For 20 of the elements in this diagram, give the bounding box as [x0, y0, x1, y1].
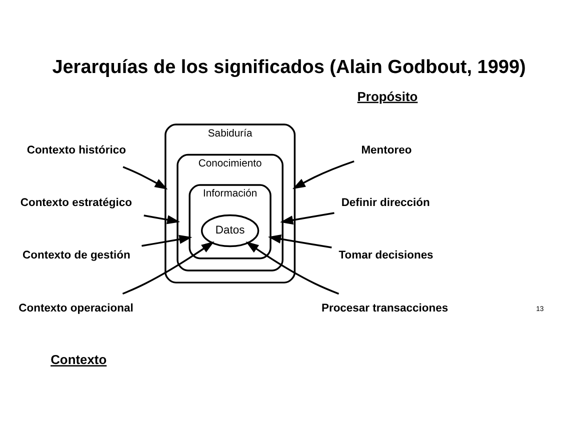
arrow	[122, 166, 168, 190]
node-text: Contexto estratégico	[20, 197, 132, 210]
label: Contexto	[50, 352, 107, 368]
diagram-title: Jerarquías de los significados (Alain Godbout, 1999)	[52, 57, 526, 78]
arrow	[142, 234, 192, 247]
arrow	[144, 214, 180, 224]
node-text: Contexto de gestión	[22, 250, 130, 262]
arrow	[292, 160, 354, 190]
arrow	[122, 241, 214, 295]
node-text: Mentoreo	[361, 144, 412, 156]
arrow	[280, 212, 334, 225]
node-text: Procesar transacciones	[321, 302, 448, 314]
node-text: Tomar decisiones	[338, 250, 434, 262]
node-ellipse: Datos	[200, 214, 260, 248]
arrow	[246, 242, 340, 295]
node-text: Contexto histórico	[26, 144, 126, 156]
label: Propósito	[357, 88, 418, 104]
node-text: Contexto operacional	[18, 302, 134, 314]
node-text: Definir dirección	[341, 197, 430, 210]
arrow	[268, 234, 332, 248]
